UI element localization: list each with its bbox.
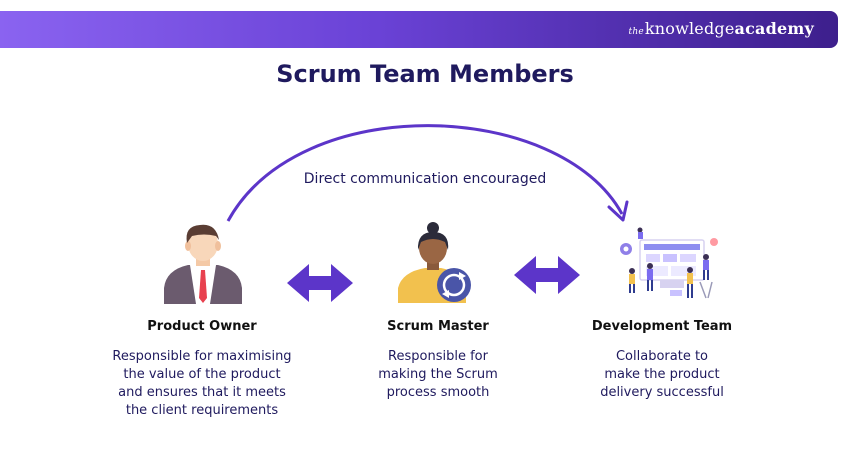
scrum-master-title: Scrum Master	[387, 319, 489, 334]
scrum-master-description: Responsible for making the Scrum process…	[378, 349, 498, 400]
brand-logo: theknowledgeacademy	[628, 19, 814, 38]
product-owner-title: Product Owner	[147, 319, 257, 334]
businessman-icon	[164, 224, 242, 304]
communication-arc	[226, 124, 624, 222]
product-owner-description: Responsible for maximising the value of …	[112, 349, 292, 418]
page-title: Scrum Team Members	[276, 60, 574, 88]
arc-arrowhead-icon	[607, 200, 629, 222]
double-arrow-icon	[287, 264, 353, 302]
communication-label: Direct communication encouraged	[303, 171, 547, 187]
development-team-description: Collaborate to make the product delivery…	[600, 349, 724, 400]
scrum-master-icon	[398, 222, 471, 303]
dev-team-icon	[620, 227, 718, 299]
header-banner	[0, 11, 838, 48]
development-team-title: Development Team	[591, 319, 733, 334]
double-arrow-icon	[514, 256, 580, 294]
